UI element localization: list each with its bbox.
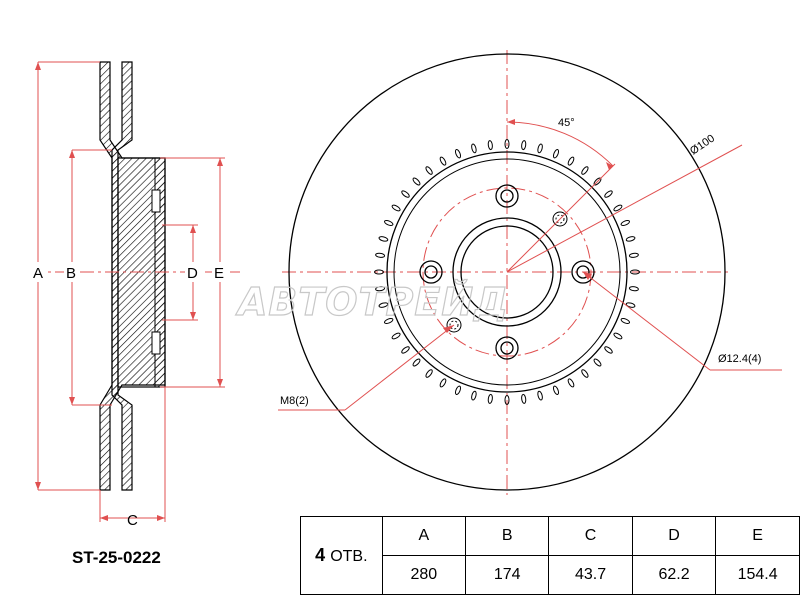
vent-slot bbox=[630, 269, 640, 275]
side-section-view: A B D E C bbox=[30, 61, 240, 529]
header-cell-c: C bbox=[548, 516, 633, 556]
vent-slot bbox=[620, 317, 631, 325]
vent-slot bbox=[471, 143, 477, 154]
vent-slot bbox=[401, 190, 410, 198]
vent-slot bbox=[487, 393, 493, 404]
vent-slot bbox=[567, 378, 575, 388]
table-value-row: 280 174 43.7 62.2 154.4 bbox=[301, 555, 800, 595]
hole-count-unit: ОТВ. bbox=[330, 548, 368, 565]
vent-slot bbox=[375, 286, 386, 292]
thread-label: M8(2) bbox=[280, 395, 309, 407]
center-bore bbox=[460, 225, 554, 319]
vent-slot bbox=[604, 190, 613, 198]
vent-slot bbox=[504, 395, 510, 405]
value-cell-a: 280 bbox=[381, 555, 467, 595]
vent-slot bbox=[613, 204, 623, 212]
hat-notch-top bbox=[151, 189, 161, 213]
vent-slot bbox=[487, 140, 493, 151]
vent-slot bbox=[425, 369, 433, 378]
hat-notch-bottom bbox=[151, 331, 161, 355]
vent-slot bbox=[412, 358, 421, 367]
vent-slot bbox=[471, 390, 477, 401]
vent-slot bbox=[391, 332, 401, 340]
disc-outer-edge bbox=[288, 53, 726, 491]
vent-slot bbox=[620, 219, 631, 227]
vent-slot bbox=[581, 166, 589, 175]
hole-count: 4 bbox=[315, 545, 326, 565]
dimensions-table: 4 ОТВ. A B C D E 280 174 43.7 62.2 154.4 bbox=[300, 516, 800, 595]
vent-slot bbox=[391, 204, 401, 212]
value-cell-e: 154.4 bbox=[715, 555, 800, 595]
vent-slot-ring bbox=[374, 139, 640, 405]
hole-count-cell: 4 ОТВ. bbox=[300, 516, 383, 595]
center-bore-outer bbox=[452, 217, 562, 327]
header-cell-b: B bbox=[465, 516, 550, 556]
vent-slot bbox=[628, 286, 639, 292]
value-cell-c: 43.7 bbox=[548, 555, 633, 595]
dim-e-label: E bbox=[214, 265, 224, 282]
vent-slot bbox=[454, 148, 462, 159]
vent-slot bbox=[604, 346, 613, 354]
dim-c-label: C bbox=[127, 512, 138, 529]
vent-slot bbox=[374, 269, 384, 275]
watermark-text: АВТОТРЕЙД bbox=[235, 280, 509, 324]
value-cell-d: 62.2 bbox=[631, 555, 717, 595]
pcd-circle bbox=[422, 187, 592, 357]
front-view: 45° Ø100 Ø12.4(4) M8(2) АВТОТРЕЙД bbox=[234, 50, 782, 495]
angle-label: 45° bbox=[558, 117, 575, 129]
vent-slot bbox=[504, 139, 510, 149]
vent-slot bbox=[613, 332, 623, 340]
friction-inner-edge bbox=[386, 151, 628, 393]
vent-slot bbox=[375, 252, 386, 258]
vent-slot bbox=[593, 358, 602, 367]
vent-slot bbox=[439, 156, 447, 166]
dim-a-label: A bbox=[33, 265, 43, 282]
vent-slot bbox=[521, 393, 527, 404]
dim-d-label: D bbox=[187, 265, 198, 282]
vent-slot bbox=[537, 143, 543, 154]
value-cell-b: 174 bbox=[465, 555, 550, 595]
header-cell-a: A bbox=[381, 516, 467, 556]
vent-slot bbox=[552, 148, 560, 159]
bolt-hole-label: Ø12.4(4) bbox=[718, 353, 761, 365]
vent-slot bbox=[412, 177, 421, 186]
vent-slot bbox=[378, 236, 389, 242]
vent-slot bbox=[378, 302, 389, 308]
pcd-label: Ø100 bbox=[688, 132, 717, 157]
vent-slot bbox=[439, 378, 447, 388]
table-header-row: 4 ОТВ. A B C D E bbox=[300, 516, 800, 595]
vent-slot bbox=[537, 390, 543, 401]
vent-slot bbox=[625, 236, 636, 242]
vent-slot bbox=[581, 369, 589, 378]
vent-slot bbox=[625, 302, 636, 308]
bolt-holes bbox=[419, 184, 595, 360]
dim-b-label: B bbox=[66, 265, 76, 282]
vent-slot bbox=[383, 219, 394, 227]
part-number: ST-25-0222 bbox=[72, 548, 161, 567]
header-cell-e: E bbox=[715, 516, 800, 556]
threaded-holes bbox=[446, 211, 568, 333]
vent-slot bbox=[401, 346, 410, 354]
hat-edge bbox=[393, 158, 621, 386]
header-cell-d: D bbox=[631, 516, 717, 556]
vent-slot bbox=[552, 385, 560, 396]
vent-slot bbox=[521, 140, 527, 151]
vent-slot bbox=[567, 156, 575, 166]
vent-slot bbox=[425, 166, 433, 175]
vent-slot bbox=[383, 317, 394, 325]
vent-slot bbox=[454, 385, 462, 396]
vent-slot bbox=[628, 252, 639, 258]
